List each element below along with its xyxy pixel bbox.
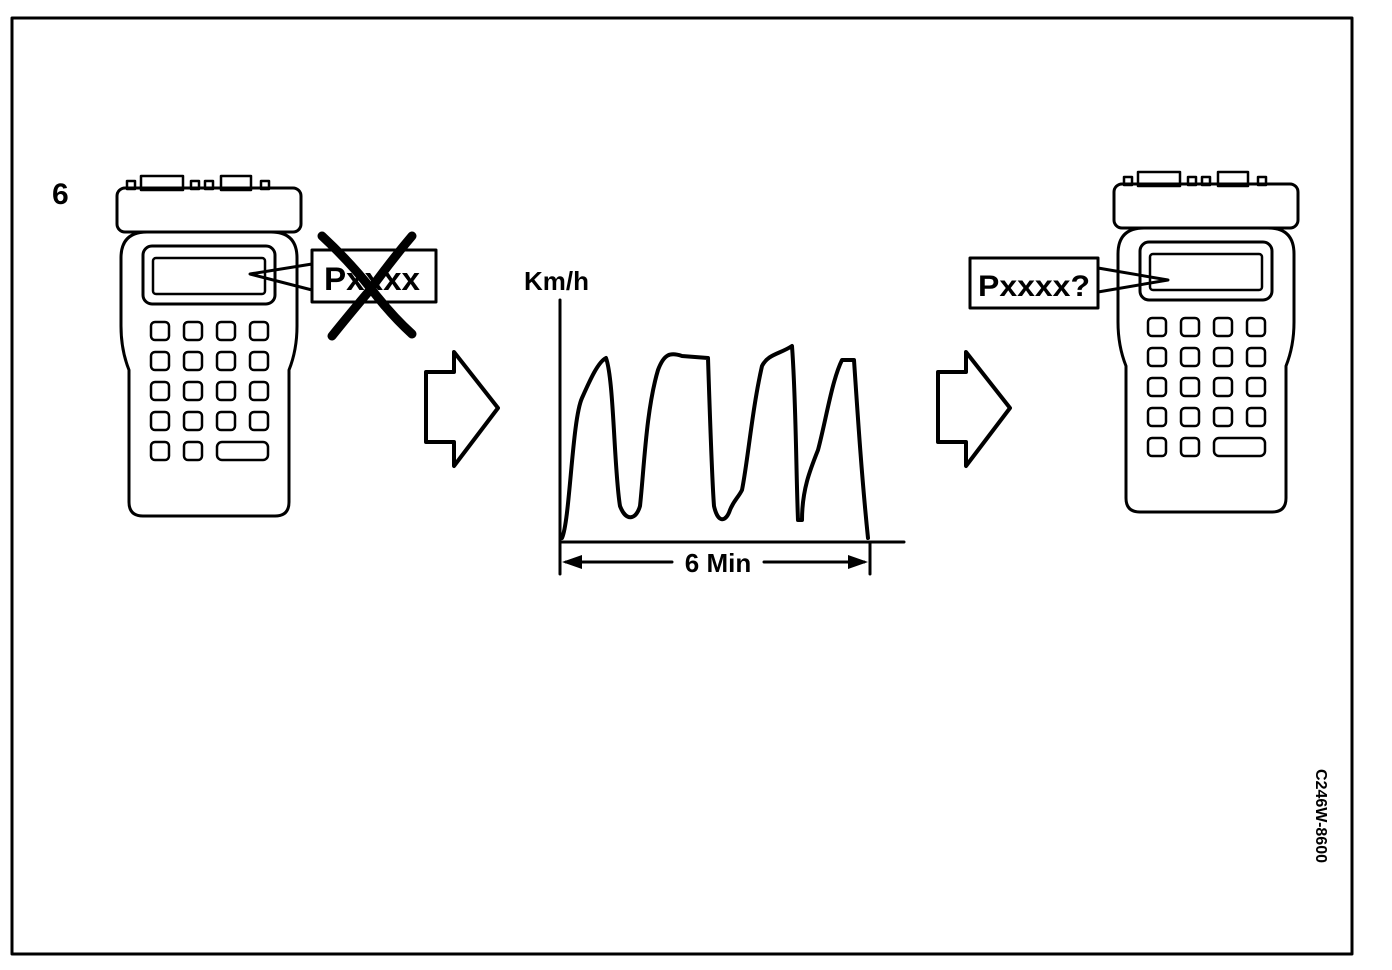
- page-border: [10, 16, 1354, 956]
- callout-pointer-left: [248, 262, 314, 292]
- duration-label: 6 Min: [685, 548, 751, 578]
- callout-box-left: [310, 248, 438, 304]
- right-arrow-icon: [936, 350, 1012, 468]
- cross-out-icon: [317, 231, 417, 341]
- callout-pointer-right: [1096, 266, 1170, 294]
- callout-text-right: Pxxxx?: [978, 270, 1090, 303]
- y-axis-label: Km/h: [524, 266, 589, 296]
- right-arrow-icon: [424, 350, 500, 468]
- diagnostic-tester-icon: [1112, 170, 1300, 514]
- step-number: 6: [52, 178, 69, 211]
- duration-arrowhead-left: [562, 555, 582, 569]
- duration-arrowhead-right: [848, 555, 868, 569]
- diagnostic-tester-icon: [115, 174, 303, 518]
- figure-code-id: C246W-8600: [1312, 769, 1329, 863]
- speed-curve: [560, 344, 870, 540]
- speed-chart: Km/h 6 Min: [524, 266, 906, 578]
